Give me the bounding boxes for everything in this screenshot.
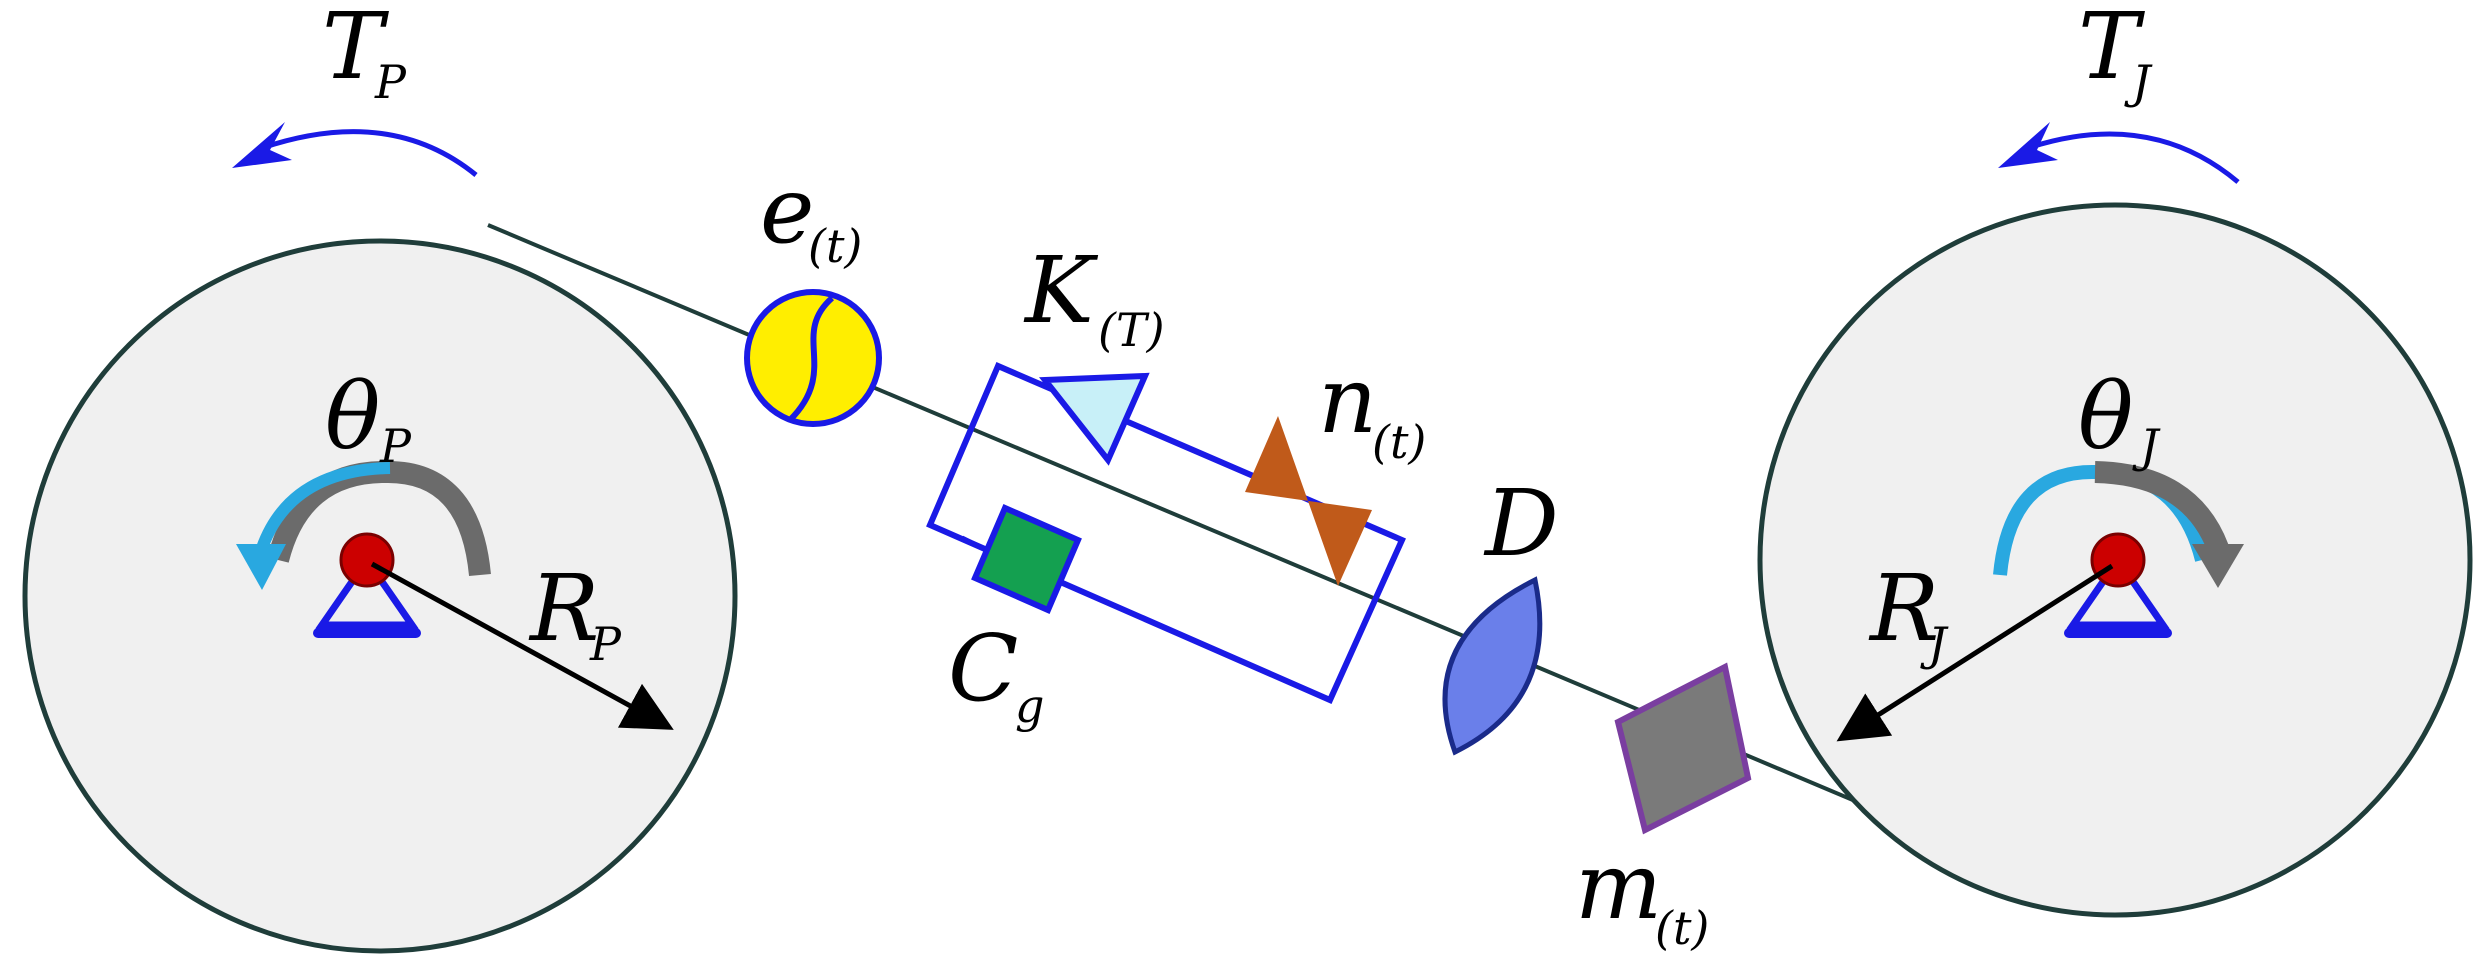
damping-label: D — [1483, 470, 1559, 577]
torque-j-label: T J — [2078, 0, 2153, 109]
mass-sub: (t) — [1655, 901, 1709, 955]
stiffness-sub: (T) — [1098, 303, 1165, 357]
torque-j-arrow — [1998, 122, 2240, 184]
noise-sub: (t) — [1372, 415, 1426, 469]
gear-pivot — [2090, 532, 2146, 588]
gear-support-icon — [2064, 553, 2172, 638]
mass-element-icon — [1614, 662, 1752, 835]
error-element-icon — [744, 289, 882, 427]
upper-tangent-line — [487, 223, 2001, 864]
stiffness-main: K — [1023, 237, 1099, 344]
pinion-support-icon — [313, 553, 421, 638]
pinion-pivot — [339, 532, 395, 588]
radius-j-main: R — [1868, 555, 1939, 662]
radius-p-sub: P — [589, 617, 622, 671]
damping-gear-label: C g — [948, 615, 1044, 733]
stiffness-label: K (T) — [1023, 237, 1165, 357]
error-label: e (t) — [760, 157, 862, 273]
radius-j-arrow — [1836, 563, 2114, 742]
noise-label: n (t) — [1318, 347, 1426, 469]
radius-p-label: R P — [528, 555, 622, 671]
rotation-p-arrow — [236, 460, 491, 590]
error-sub: (t) — [808, 219, 862, 273]
radius-p-main: R — [528, 555, 599, 662]
mass-main: m — [1575, 833, 1662, 940]
pinion-disc — [22, 238, 738, 954]
theta-p-label: θ P — [325, 363, 412, 473]
torque-p-sub: P — [374, 55, 407, 109]
radius-j-label: R J — [1868, 555, 1949, 671]
torque-p-label: T P — [322, 0, 407, 109]
rotation-j-arrow — [1993, 461, 2244, 588]
radius-p-arrow — [370, 561, 674, 730]
theta-p-main: θ — [325, 363, 380, 470]
damper-element-icon — [1442, 576, 1543, 756]
error-main: e — [760, 157, 814, 264]
noise-element-icon — [1245, 416, 1372, 586]
noise-main: n — [1318, 347, 1377, 454]
damping-gear-sub: g — [1015, 679, 1044, 733]
theta-j-main: θ — [2078, 363, 2133, 470]
damping-gear-main: C — [948, 615, 1018, 722]
gear-damper-icon — [960, 504, 1082, 614]
torque-p-arrow — [232, 122, 478, 177]
theta-p-sub: P — [379, 419, 412, 473]
mass-label: m (t) — [1575, 833, 1709, 955]
stiffness-element-icon — [1039, 372, 1150, 466]
torque-j-main: T — [2078, 0, 2145, 100]
torque-p-main: T — [322, 0, 389, 100]
damping-main: D — [1483, 470, 1559, 577]
